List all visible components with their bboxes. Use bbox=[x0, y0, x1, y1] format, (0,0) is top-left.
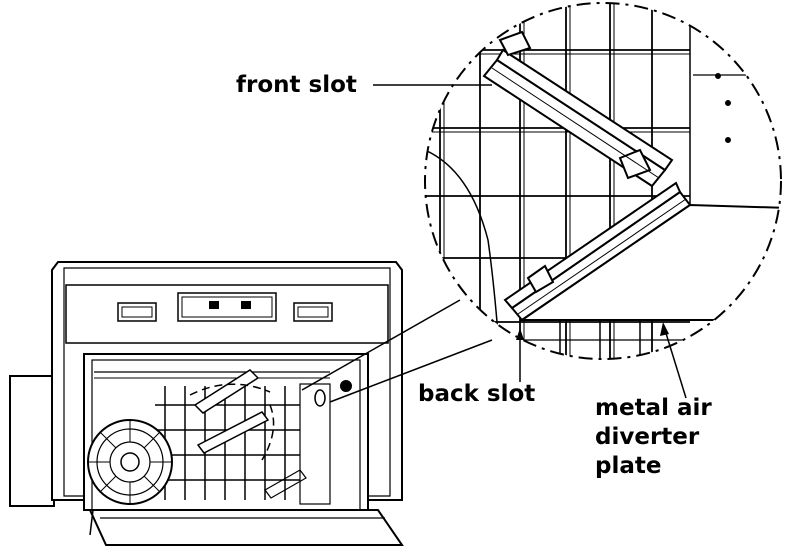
front-slot-bracket bbox=[482, 30, 674, 188]
leader-line-upper bbox=[301, 299, 461, 391]
metal-plate-label-line-1: metal air bbox=[595, 395, 712, 421]
metal-plate-label-line-3: plate bbox=[595, 453, 662, 479]
metal-plate-label-line-2: diverter bbox=[595, 424, 700, 450]
detail-view bbox=[424, 2, 782, 360]
oven-illustration bbox=[9, 261, 404, 546]
diverter-plate-detail bbox=[503, 181, 781, 322]
oven-side-panel bbox=[9, 375, 55, 507]
oven-door bbox=[88, 509, 404, 546]
left-display bbox=[117, 302, 157, 322]
leader-line-lower bbox=[329, 339, 493, 403]
rear-panel bbox=[299, 383, 331, 505]
control-panel bbox=[65, 284, 389, 344]
metal-plate-pointer bbox=[664, 329, 687, 399]
metal-air-diverter-plate-label: metal air diverter plate bbox=[595, 394, 712, 481]
right-display bbox=[293, 302, 333, 322]
callout-pointers bbox=[373, 84, 687, 399]
back-slot-label: back slot bbox=[418, 381, 536, 407]
front-slot-label: front slot bbox=[236, 72, 357, 98]
detail-circle-border bbox=[424, 2, 782, 360]
center-controls bbox=[177, 292, 277, 322]
